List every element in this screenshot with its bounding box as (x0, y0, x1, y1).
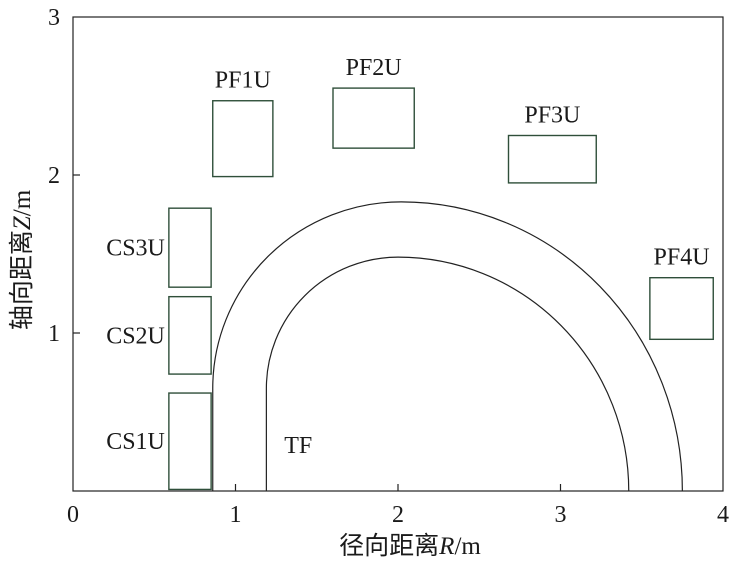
cs1u-label: CS1U (106, 429, 165, 455)
y-axis-title: 轴向距离Z/m (8, 189, 36, 330)
pf4u-coil (649, 277, 714, 341)
tf-inner-leg (265, 256, 630, 492)
cs3u-label: CS3U (106, 236, 165, 262)
pf2u-label: PF2U (346, 55, 402, 81)
x-axis-title: 径向距离R/m (339, 532, 481, 560)
pf1u-label: PF1U (215, 68, 271, 94)
x-tick-label: 3 (555, 502, 567, 528)
x-axis-title-cjk: 径向距离 (339, 532, 439, 560)
cs1u-coil (168, 392, 212, 491)
coil-boxes: PF1U PF2U PF3U PF4U CS3U CS2U CS1U (106, 55, 714, 491)
y-tick-label: 2 (48, 163, 60, 189)
tf-coil: TF (212, 201, 683, 492)
x-axis-title-unit: /m (454, 533, 481, 560)
x-tick-label: 2 (392, 502, 404, 528)
pf3u-label: PF3U (524, 103, 580, 129)
y-axis-title-unit: /m (9, 189, 36, 216)
x-tick-label: 1 (230, 502, 242, 528)
pf1u-coil (212, 100, 274, 178)
x-tick-label: 4 (717, 502, 729, 528)
cs2u-label: CS2U (106, 323, 165, 349)
cs2u-coil (168, 295, 212, 375)
pf4u-label: PF4U (654, 245, 710, 271)
x-axis-title-var: R (438, 533, 454, 560)
axis-ticks: 0 1 2 3 4 1 2 3 (48, 5, 729, 528)
y-tick-label: 3 (48, 5, 60, 31)
pf3u-coil (507, 134, 597, 184)
y-axis-title-var: Z (9, 215, 36, 230)
cs3u-coil (168, 207, 212, 288)
tf-label: TF (284, 433, 312, 459)
y-tick-label: 1 (48, 321, 60, 347)
pf2u-coil (332, 87, 415, 149)
y-axis-title-cjk: 轴向距离 (8, 230, 36, 330)
x-tick-label: 0 (67, 502, 79, 528)
tf-outer-leg (212, 201, 683, 492)
